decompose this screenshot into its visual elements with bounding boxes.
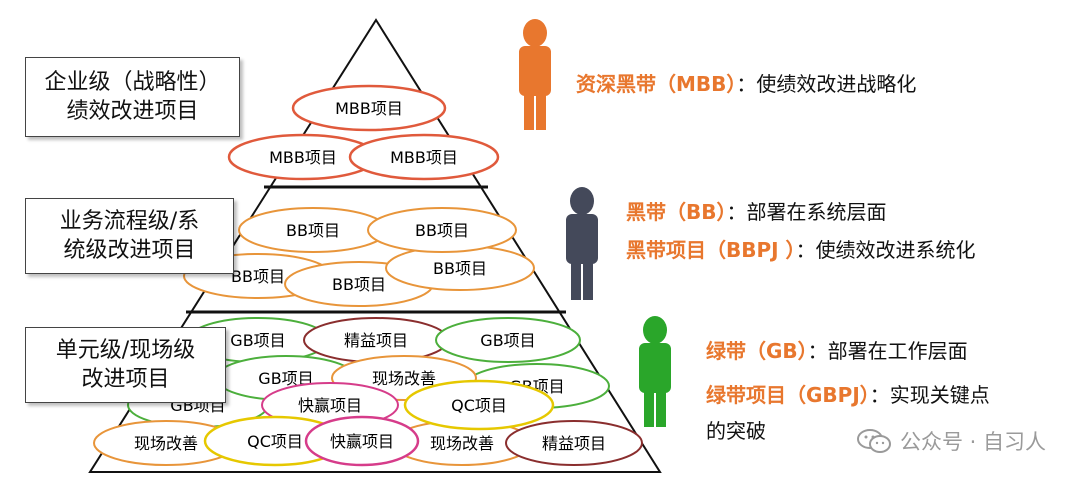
role-bbpj-sep: ： [795,238,816,262]
gb-project-label: GB项目 [230,331,285,350]
bb-project-2: BB项目 [367,207,517,253]
gb-project-row4-b: QC项目 [203,415,347,467]
role-mbb-sep: ： [736,72,757,96]
role-gbpj-cont: 的突破 [706,417,766,445]
bb-project-label: BB项目 [433,259,487,278]
bb-project-label: BB项目 [332,275,386,294]
bb-project-1: BB项目 [238,207,388,253]
role-mbb-title: 资深黑带（MBB） [576,72,737,96]
role-mbb-desc: 使绩效改进战略化 [756,72,917,96]
gb-project-row1-b: 精益项目 [303,317,449,363]
gb-project-label: 快赢项目 [298,396,362,415]
gb-project-label: QC项目 [247,432,303,451]
role-gbpj-desc: 实现关键点 [889,383,990,407]
role-bb-sep: ： [726,200,747,224]
level-enterprise-line1: 企业级（战略性） [44,70,221,95]
mbb-project-3: MBB项目 [348,133,500,181]
watermark-text: 公众号 · 自习人 [899,430,1046,454]
mbb-project-2: MBB项目 [227,133,379,181]
gb-project-row4-e: 快赢项目 [304,415,420,467]
mbb-project-label: MBB项目 [390,148,458,167]
gb-project-label: 精益项目 [344,331,408,350]
mbb-project-1: MBB项目 [291,84,447,132]
gb-project-label: 精益项目 [542,434,606,453]
role-gb-title: 绿带（GB） [706,339,808,363]
level-enterprise-line2: 绩效改进项目 [66,99,199,124]
bb-project-label: BB项目 [231,267,285,286]
mbb-person-icon [519,19,551,130]
mbb-project-label: MBB项目 [335,99,403,118]
role-gb-sep: ： [807,339,828,363]
gb-project-label: QC项目 [451,396,507,415]
mbb-project-label: MBB项目 [269,148,337,167]
gb-project-row4-d: 精益项目 [505,420,643,466]
role-gb: 绿带（GB）：部署在工作层面 [706,337,968,365]
level-unit-line1: 单元级/现场级 [55,338,196,363]
gb-project-label: 现场改善 [372,369,436,388]
role-bbpj-title: 黑带项目（BBPJ ） [626,238,796,262]
role-gbpj-desc2: 的突破 [706,419,766,443]
level-process-line1: 业务流程级/系 [59,209,200,234]
role-gbpj: 绿带项目（GBPJ）：实现关键点 [706,381,990,409]
gb-project-label: GB项目 [258,369,313,388]
bb-project-6: BB项目 [385,245,535,291]
gb-project-label: GB项目 [480,331,535,350]
gb-project-row3-c: QC项目 [403,379,555,431]
gb-project-label: 现场改善 [134,434,198,453]
gb-project-label: 现场改善 [430,434,494,453]
role-gbpj-title: 绿带项目（GBPJ） [706,383,870,407]
role-gbpj-sep: ： [869,383,890,407]
role-bbpj: 黑带项目（BBPJ ）：使绩效改进系统化 [626,236,976,264]
watermark: 公众号 · 自习人 [856,426,1046,456]
level-box-process: 业务流程级/系 统级改进项目 [25,198,234,274]
role-bbpj-desc: 使绩效改进系统化 [815,238,976,262]
gb-project-row1-c: GB项目 [435,317,581,363]
role-mbb: 资深黑带（MBB）：使绩效改进战略化 [576,70,916,98]
level-box-enterprise: 企业级（战略性） 绩效改进项目 [25,57,240,137]
wechat-icon [856,429,891,453]
bb-person-icon [566,187,598,300]
role-gb-desc: 部署在工作层面 [827,339,968,363]
level-process-line2: 统级改进项目 [63,238,196,263]
level-box-unit: 单元级/现场级 改进项目 [25,327,226,403]
level-unit-line2: 改进项目 [81,367,170,392]
gb-person-icon [639,316,671,427]
role-bb: 黑带（BB）：部署在系统层面 [626,198,887,226]
role-bb-title: 黑带（BB） [626,200,727,224]
bb-project-label: BB项目 [286,221,340,240]
bb-project-label: BB项目 [415,221,469,240]
gb-project-row4-c: 现场改善 [391,420,533,466]
gb-project-label: 快赢项目 [330,432,394,451]
role-bb-desc: 部署在系统层面 [746,200,887,224]
